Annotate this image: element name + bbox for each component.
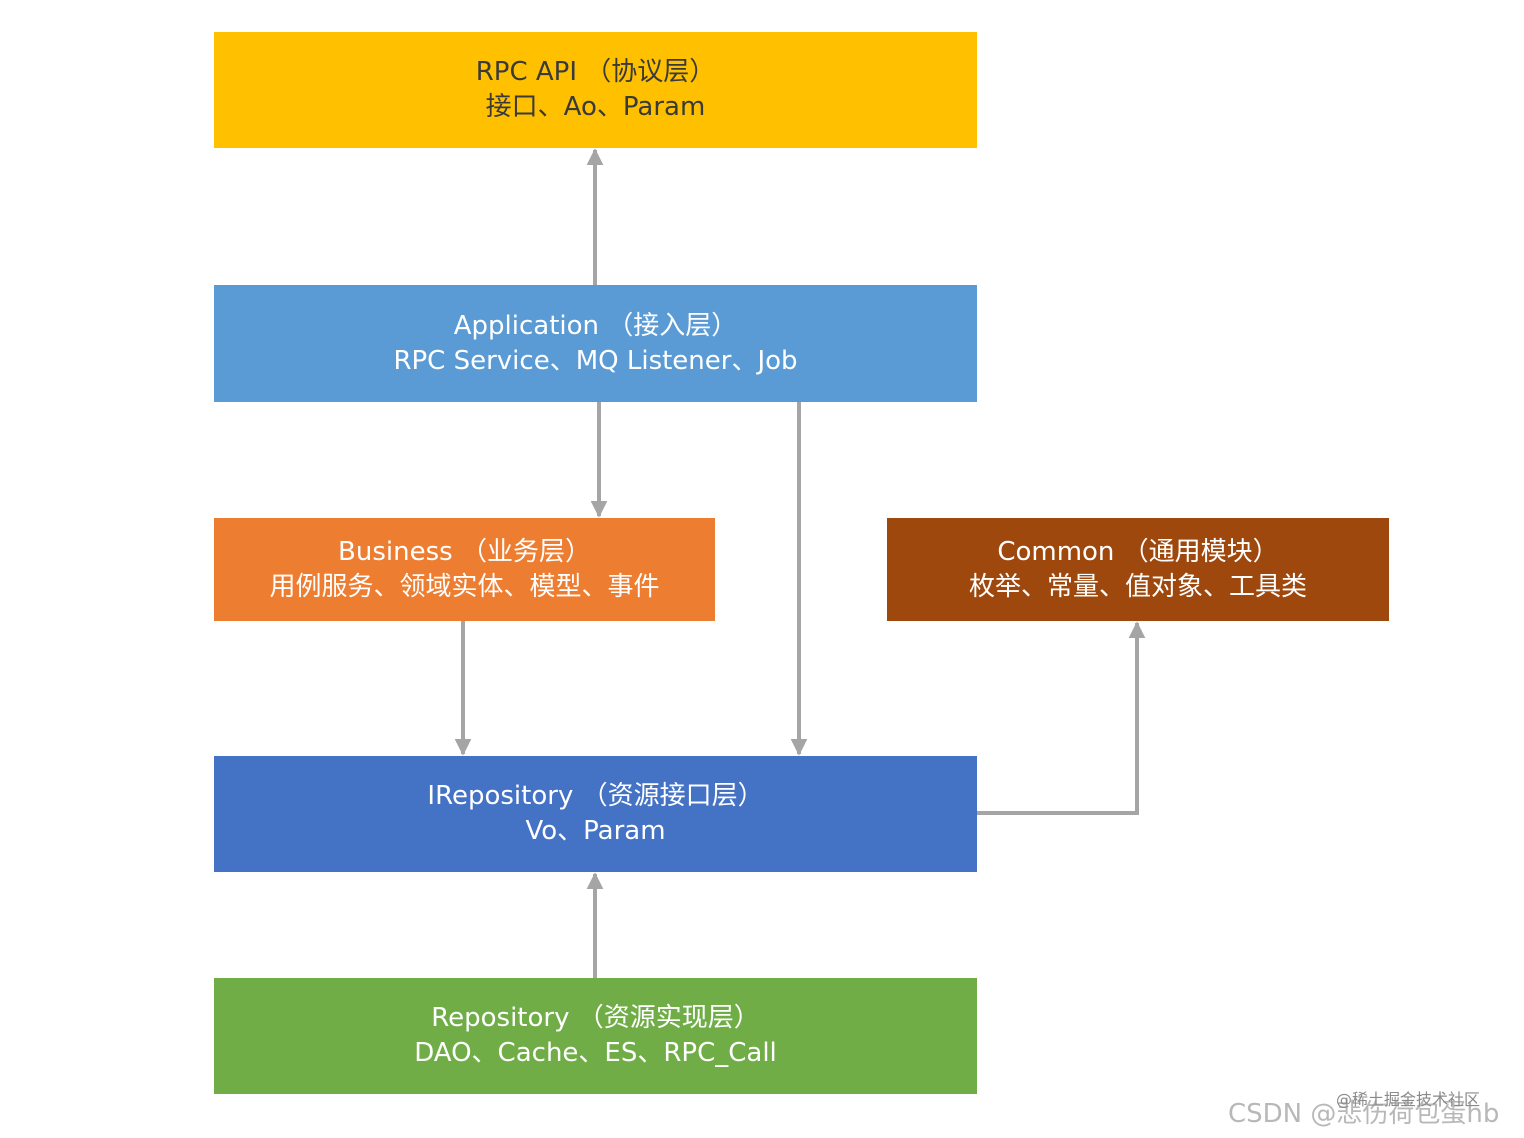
common-module-title: Common （通用模块）: [997, 536, 1279, 567]
rpc-api-layer-title: RPC API （协议层）: [475, 57, 716, 87]
arrow-irepository-to-common: [977, 621, 1146, 815]
csdn-watermark: CSDN @悲伤荷包蛋hb: [1228, 1099, 1500, 1129]
application-layer-detail: RPC Service、MQ Listener、Job: [393, 345, 798, 376]
repository-layer-detail: DAO、Cache、ES、RPC_Call: [414, 1038, 777, 1068]
business-layer-title: Business （业务层）: [338, 536, 591, 567]
application-layer-title: Application （接入层）: [453, 310, 738, 341]
application-layer-box: Application （接入层） RPC Service、MQ Listene…: [214, 285, 977, 402]
business-layer-box: Business （业务层） 用例服务、领域实体、模型、事件: [214, 518, 715, 621]
irepository-layer-box: IRepository （资源接口层） Vo、Param: [214, 756, 977, 872]
repository-layer-title: Repository （资源实现层）: [431, 1003, 760, 1033]
irepository-layer-title: IRepository （资源接口层）: [427, 781, 764, 811]
rpc-api-layer-detail: 接口、Ao、Param: [485, 92, 706, 122]
common-module-box: Common （通用模块） 枚举、常量、值对象、工具类: [887, 518, 1389, 621]
business-layer-detail: 用例服务、领域实体、模型、事件: [269, 571, 660, 602]
irepository-layer-detail: Vo、Param: [525, 816, 666, 846]
common-module-detail: 枚举、常量、值对象、工具类: [968, 571, 1307, 602]
repository-layer-box: Repository （资源实现层） DAO、Cache、ES、RPC_Call: [214, 978, 977, 1094]
rpc-api-layer-box: RPC API （协议层） 接口、Ao、Param: [214, 32, 977, 148]
juejin-watermark: @稀土掘金技术社区: [1336, 1090, 1481, 1109]
